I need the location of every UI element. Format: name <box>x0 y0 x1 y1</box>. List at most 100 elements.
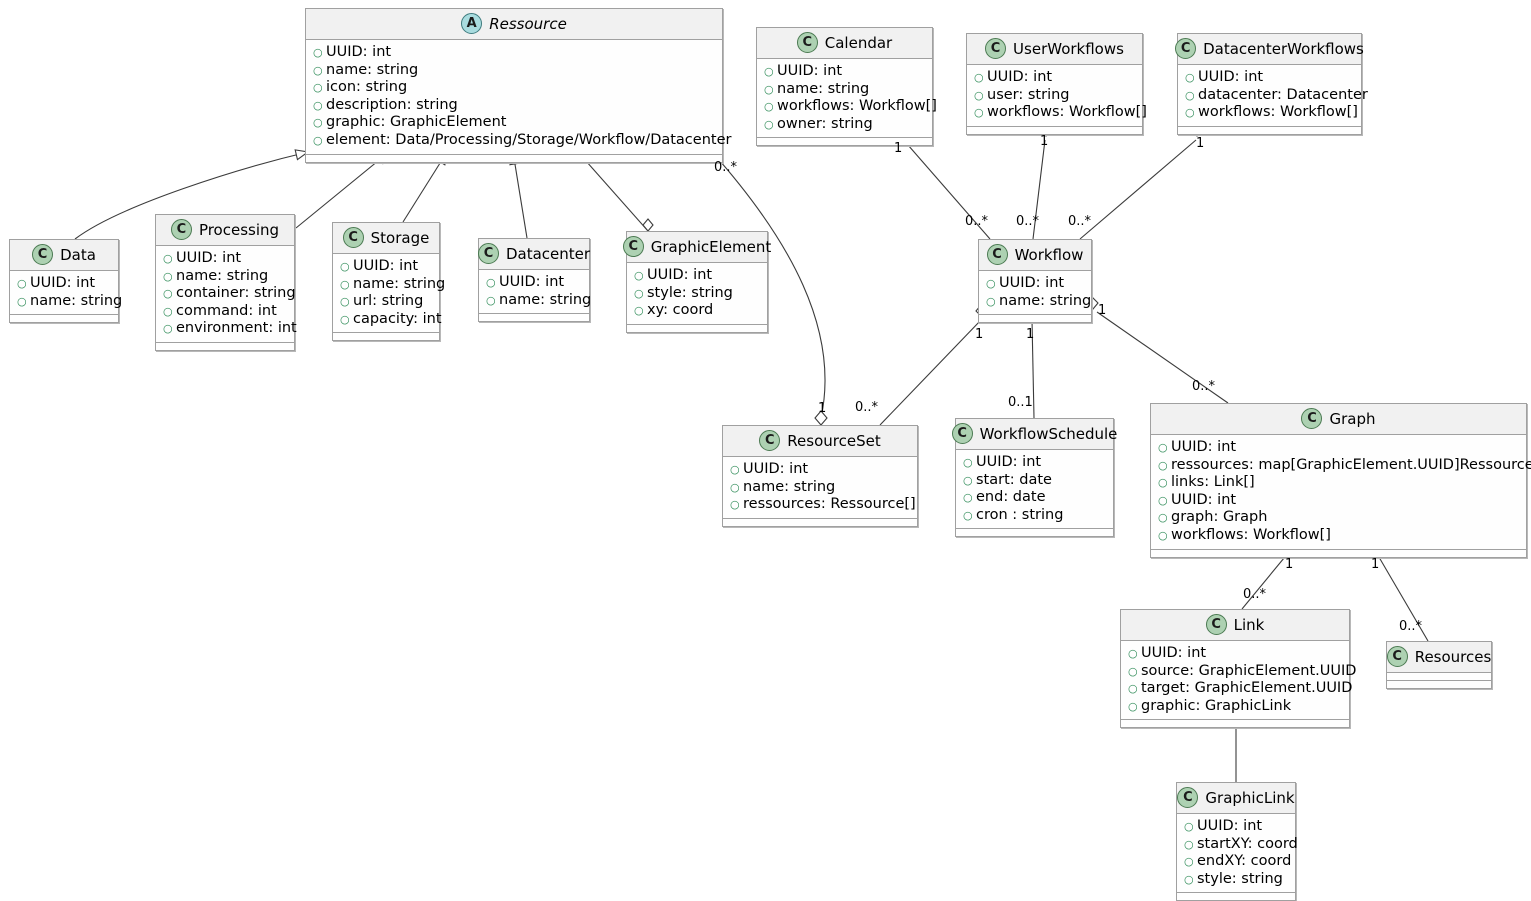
attribute-text: user: string <box>987 86 1070 103</box>
attribute-text: UUID: int <box>326 44 392 60</box>
class-stereotype-icon: C <box>1175 38 1197 59</box>
class-name-graphicelement: GraphicElement <box>650 237 772 256</box>
attribute-text: cron : string <box>976 506 1064 523</box>
attribute-row: ○UUID: int <box>313 44 714 62</box>
visibility-public-icon: ○ <box>313 98 323 112</box>
multiplicity-label: 0..* <box>965 214 989 229</box>
attribute-row: ○ressources: map[GraphicElement.UUID]Res… <box>1158 457 1531 475</box>
class-attributes-resourceset: ○UUID: int○name: string○ressources: Ress… <box>723 457 917 519</box>
class-name-graph: Graph <box>1329 409 1376 428</box>
attribute-text: xy: coord <box>647 302 714 319</box>
attribute-row: ○UUID: int <box>486 274 581 292</box>
attribute-text: target: GraphicElement.UUID <box>1141 680 1353 697</box>
edge-processing-ressource <box>295 151 391 229</box>
visibility-public-icon: ○ <box>1128 647 1138 660</box>
class-operations-processing <box>156 342 294 350</box>
class-operations-workflow <box>979 315 1091 323</box>
attribute-row: ○style: string <box>1184 871 1287 889</box>
class-name-graphiclink: GraphicLink <box>1205 788 1295 807</box>
visibility-public-icon: ○ <box>1158 441 1168 454</box>
visibility-public-icon: ○ <box>163 322 173 336</box>
attribute-row: ○UUID: int <box>340 258 431 276</box>
visibility-public-icon: ○ <box>1184 872 1194 886</box>
class-operations-link <box>1121 720 1349 728</box>
class-header-calendar: C Calendar <box>757 28 932 59</box>
attribute-row: ○name: string <box>764 81 924 99</box>
attribute-row: ○UUID: int <box>764 63 924 81</box>
attribute-row: ○name: string <box>17 293 122 311</box>
visibility-public-icon: ○ <box>1128 664 1138 678</box>
attribute-text: UUID: int <box>1197 818 1263 834</box>
attribute-text: workflows: Workflow[] <box>777 98 937 115</box>
class-stereotype-icon: C <box>796 32 818 53</box>
class-operations-resources <box>1387 681 1491 688</box>
attribute-text: UUID: int <box>1171 491 1237 508</box>
visibility-public-icon: ○ <box>486 293 496 307</box>
attribute-row: ○graph: Graph <box>1158 509 1518 527</box>
class-operations-ressource <box>306 154 722 162</box>
attribute-text: UUID: int <box>999 275 1065 291</box>
attribute-text: UUID: int <box>1171 439 1237 455</box>
edge-dcworkflows-workflow <box>1079 139 1197 240</box>
attribute-text: end: date <box>976 489 1046 506</box>
visibility-public-icon: ○ <box>986 294 996 308</box>
visibility-public-icon: ○ <box>1184 837 1194 851</box>
multiplicity-label: 1 <box>1098 303 1107 318</box>
class-name-calendar: Calendar <box>824 33 893 52</box>
visibility-public-icon: ○ <box>340 312 350 326</box>
multiplicity-label: 0..* <box>1243 587 1267 602</box>
class-operations-datacenterworkflows <box>1178 126 1361 134</box>
attribute-row: ○style: string <box>634 285 759 303</box>
attribute-row: ○links: Link[] <box>1158 474 1518 492</box>
multiplicity-label: 1 <box>894 141 903 156</box>
attribute-text: graphic: GraphicLink <box>1141 697 1292 714</box>
attribute-text: workflows: Workflow[] <box>1171 526 1331 543</box>
visibility-public-icon: ○ <box>1158 458 1168 472</box>
attribute-row: ○environment: int <box>163 320 297 338</box>
class-operations-calendar <box>757 138 932 146</box>
class-operations-storage <box>333 333 439 341</box>
attribute-row: ○cron : string <box>963 507 1105 525</box>
multiplicity-label: 1 <box>1040 134 1049 149</box>
class-name-workflow: Workflow <box>1014 245 1084 264</box>
visibility-public-icon: ○ <box>764 65 774 78</box>
visibility-public-icon: ○ <box>340 260 350 273</box>
multiplicity-label: 1 <box>1371 557 1380 572</box>
attribute-row: ○startXY: coord <box>1184 836 1298 854</box>
class-operations-workflowschedule <box>956 529 1113 537</box>
attribute-text: ressources: Ressource[] <box>743 496 916 513</box>
class-name-userworkflows: UserWorkflows <box>1013 39 1124 58</box>
visibility-public-icon: ○ <box>163 304 173 318</box>
attribute-row: ○owner: string <box>764 116 924 134</box>
attribute-row: ○UUID: int <box>1128 645 1341 663</box>
attribute-row: ○workflows: Workflow[] <box>1185 104 1358 122</box>
attribute-text: UUID: int <box>987 69 1053 85</box>
visibility-public-icon: ○ <box>634 304 644 318</box>
visibility-public-icon: ○ <box>764 82 774 96</box>
visibility-public-icon: ○ <box>1184 855 1194 869</box>
class-stereotype-icon: C <box>477 243 499 264</box>
visibility-public-icon: ○ <box>1158 528 1168 542</box>
class-attributes-resources <box>1387 673 1491 681</box>
class-name-resources: Resources <box>1414 647 1492 666</box>
